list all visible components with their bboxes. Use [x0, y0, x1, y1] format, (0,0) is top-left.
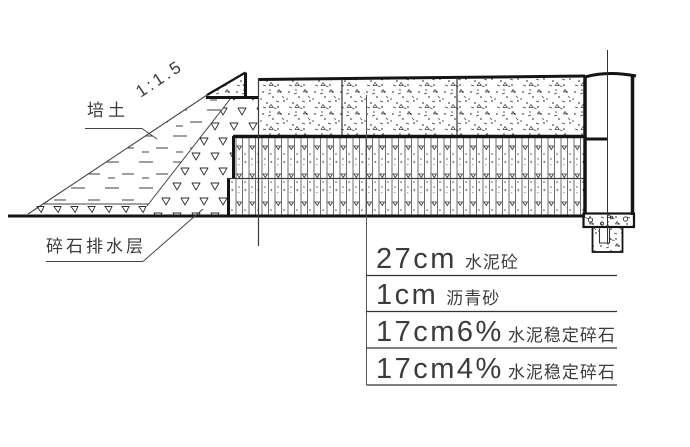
curb-structure [582, 50, 637, 253]
fill-soil-leader [85, 128, 158, 140]
layer-name: 水泥砼 [464, 253, 519, 272]
fill-soil-label: 培土 [87, 101, 129, 120]
shoulder-wedge [206, 71, 259, 99]
layer-size: 17cm6% [376, 316, 504, 348]
layer-callout-row: 1cm 沥青砂 [376, 279, 500, 312]
layer-callout-ladder [366, 95, 617, 386]
layer-callout-row: 27cm 水泥砼 [376, 243, 519, 276]
layer-callout-row: 17cm4% 水泥稳定碎石 [376, 353, 616, 386]
layer-callout-row: 17cm6% 水泥稳定碎石 [376, 316, 616, 349]
layer-name: 沥青砂 [446, 289, 501, 308]
drainage-leader [46, 208, 204, 262]
drainage-layer [30, 98, 259, 216]
layer-name: 水泥稳定碎石 [507, 326, 616, 345]
layer-size: 17cm4% [376, 353, 504, 385]
layer-name: 水泥稳定碎石 [507, 363, 616, 382]
layer-size: 1cm [376, 279, 439, 311]
base-courses [227, 136, 585, 215]
concrete-slab [233, 74, 586, 246]
layer-size: 27cm [376, 243, 457, 275]
drainage-layer-label: 碎石排水层 [46, 237, 146, 256]
